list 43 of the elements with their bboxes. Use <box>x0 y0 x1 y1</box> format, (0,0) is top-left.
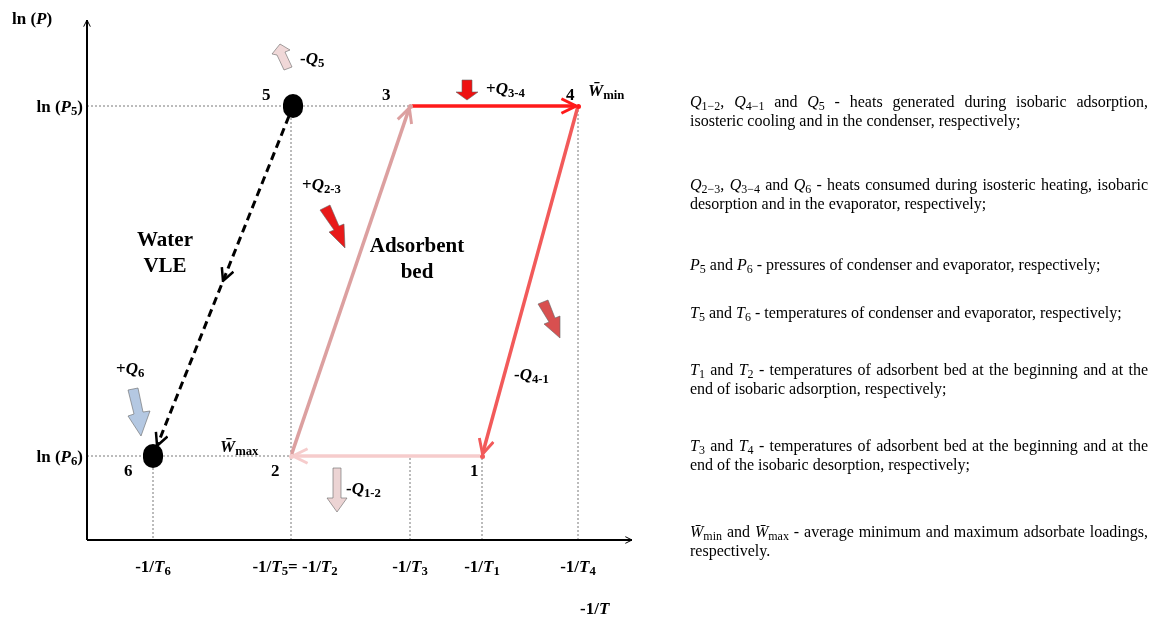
loading-label: W̄$_{max}$ <box>220 438 259 455</box>
point-number: 3 <box>382 86 391 103</box>
region-label: Water VLE <box>136 226 194 279</box>
heat-label: -Q$_{1-2}$ <box>346 478 382 502</box>
tick-label: -1/T$_{6}$ <box>134 556 172 580</box>
axis-label: ln (P$_{5}$) <box>35 96 83 120</box>
legend-note: W̄$_{min}$ and W̄$_{max}$ - average minimum and maximum adsorbate loadings, respectively. <box>690 522 1148 560</box>
heat-label: -Q$_{4-1}$ <box>514 364 550 388</box>
point-number: 5 <box>262 86 271 103</box>
heat-label: +Q$_{6}$ <box>116 358 146 382</box>
arrow <box>290 106 413 455</box>
arrow <box>291 447 480 465</box>
point-number: 1 <box>470 462 479 479</box>
cycle-corner <box>575 103 581 109</box>
axis-label: ln (P) <box>12 8 54 30</box>
loading-label: W̄$_{min}$ <box>588 82 625 99</box>
arrow <box>412 97 578 115</box>
point-number: 2 <box>271 462 280 479</box>
legend-note: T$_{1}$ and T$_{2}$ - temperatures of adsorbent bed at the beginning and at the end of isobaric adsorption, respectively; <box>690 360 1148 398</box>
heat-label: +Q$_{3-4}$ <box>486 78 526 102</box>
point-number: 6 <box>124 462 133 479</box>
legend-note: T$_{3}$ and T$_{4}$ - temperatures of adsorbent bed at the beginning and at the end of the isobaric desorption, respectively; <box>690 436 1148 474</box>
region-label: Adsorbent bed <box>368 232 466 285</box>
tick-label: -1/T <box>580 598 611 620</box>
tick-label: -1/T$_{3}$ <box>391 556 429 580</box>
tick-label: -1/T$_{5}$= -1/T$_{2}$ <box>251 556 339 580</box>
legend-note: Q$_{2−3}$, Q$_{3−4}$ and Q$_{6}$ - heats consumed during isosteric heating, isobaric desorption and in the evaporator, respectively; <box>690 175 1148 213</box>
cycle-corner <box>407 103 413 109</box>
cycle-corner <box>479 453 485 459</box>
dashed-arrow <box>154 115 291 447</box>
arrow <box>477 107 580 456</box>
state-point <box>143 444 163 468</box>
point-number: 4 <box>566 86 575 103</box>
legend-note: P$_{5}$ and P$_{6}$ - pressures of condenser and evaporator, respectively; <box>690 255 1102 274</box>
heat-label: +Q$_{2-3}$ <box>302 174 342 198</box>
tick-label: -1/T$_{1}$ <box>463 556 501 580</box>
axis-label: ln (P$_{6}$) <box>35 446 83 470</box>
tick-label: -1/T$_{4}$ <box>559 556 597 580</box>
cycle-corner <box>288 453 294 459</box>
legend-note: T$_{5}$ and T$_{6}$ - temperatures of condenser and evaporator, respectively; <box>690 303 1123 322</box>
legend-note: Q$_{1−2}$, Q$_{4−1}$ and Q$_{5}$ - heats generated during isobaric adsorption, isosteric cooling and in the condenser, respectively; <box>690 92 1148 130</box>
state-point <box>283 94 303 118</box>
heat-label: -Q$_{5}$ <box>300 48 326 72</box>
